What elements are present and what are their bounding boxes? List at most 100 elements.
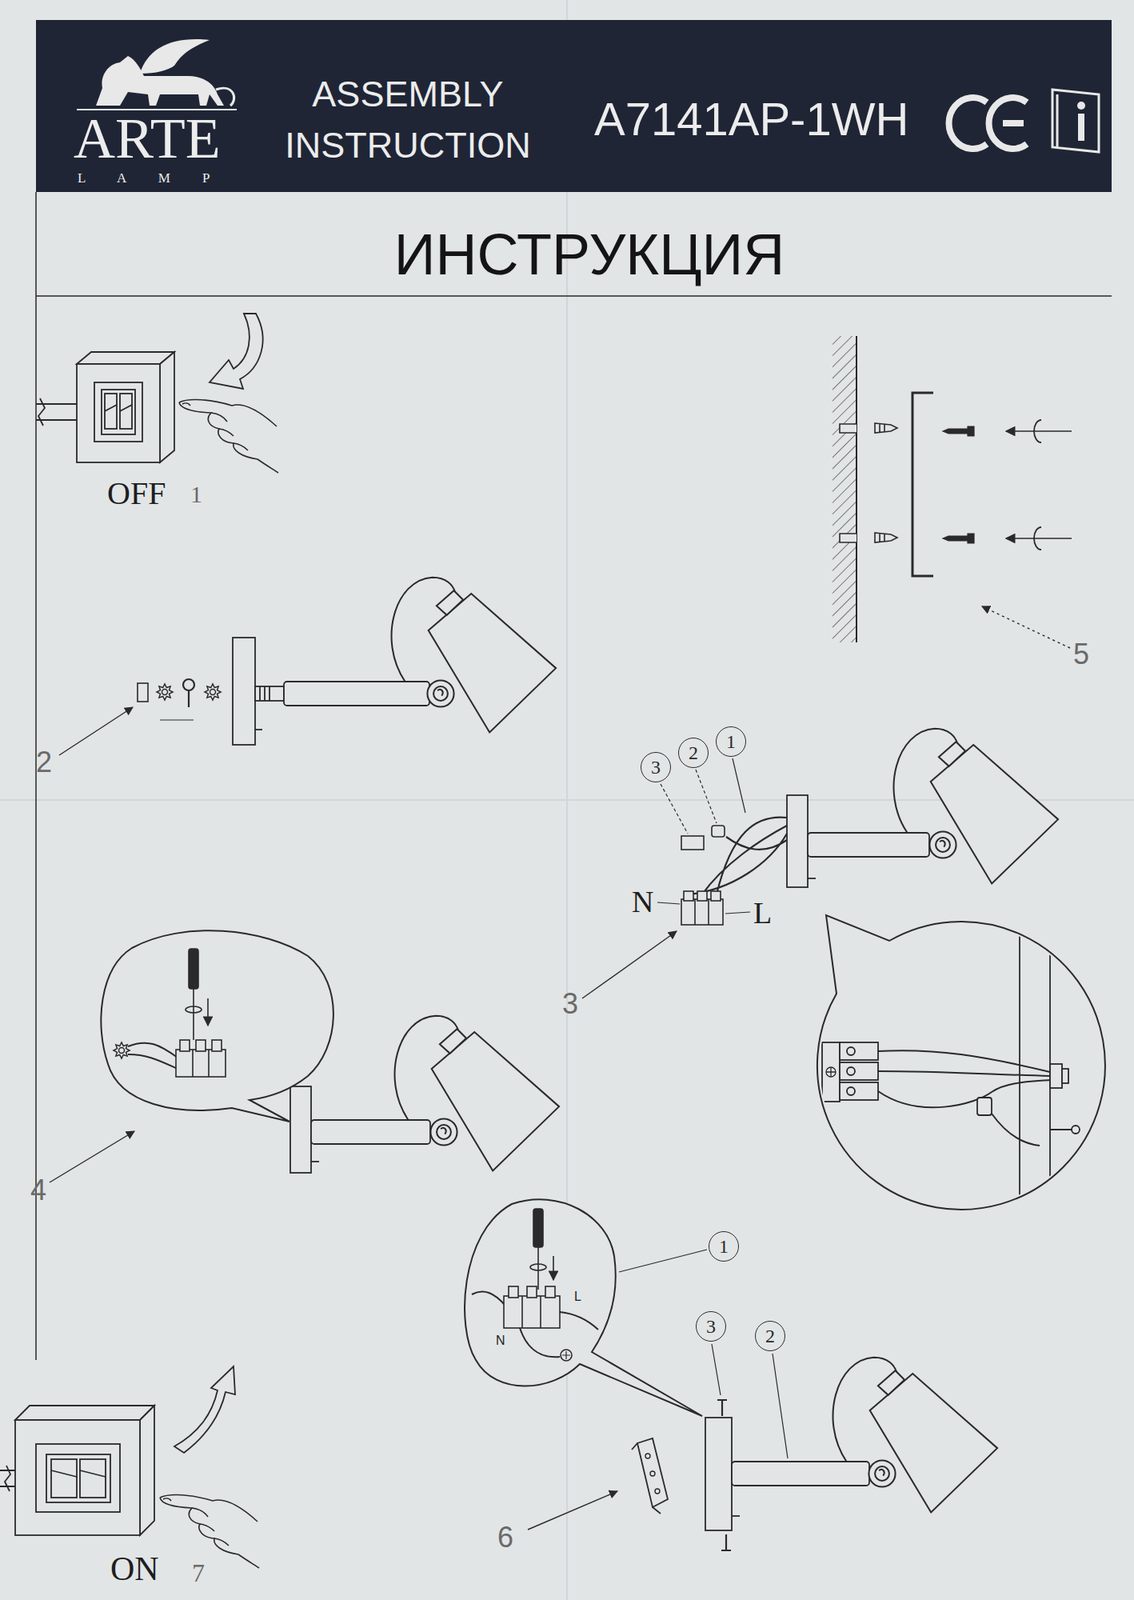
- callout-circle: 1: [715, 726, 747, 757]
- page-title: ИНСТРУКЦИЯ: [269, 225, 910, 284]
- header-band: ARTEL A M PASSEMBLY INSTRUCTIONA7141AP-1…: [35, 19, 1112, 192]
- lamp-head: [395, 1015, 560, 1171]
- ground-eyelet-tail: [187, 690, 190, 707]
- lamp-body: [705, 1417, 870, 1530]
- wall-plate: [290, 1086, 312, 1173]
- nut-stub: [1062, 1068, 1069, 1083]
- lamp-arm: [731, 1461, 870, 1486]
- step-number: 7: [191, 1559, 205, 1586]
- terminal-post: [683, 890, 694, 901]
- callout-circle: 2: [678, 737, 709, 768]
- callout-number: 3: [650, 757, 661, 777]
- ground-symbol: [826, 1066, 836, 1077]
- plate-peg: [807, 877, 816, 879]
- rocker: [51, 1458, 77, 1498]
- leader-line: [982, 606, 1071, 648]
- leader-line: [59, 706, 133, 755]
- lamp-head: [894, 728, 1059, 884]
- leader-line: [527, 1490, 618, 1530]
- leader-line: [582, 930, 677, 999]
- callout-number: 2: [688, 742, 699, 763]
- hand: [179, 399, 279, 473]
- step-number: 5: [1073, 639, 1090, 669]
- wall-plate: [705, 1417, 732, 1530]
- wall-hole: [839, 423, 857, 543]
- mounting-bracket: [912, 392, 934, 576]
- screwdriver-shaft: [192, 988, 195, 1040]
- down-arrow: [552, 1255, 555, 1280]
- logo-rule: [76, 108, 237, 111]
- lion-wing: [139, 39, 210, 74]
- wire: [689, 817, 787, 895]
- zoom-bubble: [817, 914, 1106, 1210]
- callout-number: 3: [706, 1316, 716, 1336]
- callout-circle: 3: [640, 751, 671, 783]
- switch-plate: [101, 389, 136, 435]
- lamp-head: [833, 1357, 999, 1513]
- ground-symbol-cross: [826, 1066, 836, 1077]
- rocker-edge: [104, 404, 132, 412]
- step-number: 3: [562, 989, 579, 1019]
- callout-number: 1: [726, 731, 736, 751]
- lion-logo: [95, 39, 235, 106]
- info-dot: [1077, 101, 1086, 110]
- rocker: [104, 393, 117, 429]
- terminal-divider: [694, 898, 709, 925]
- down-arrow: [207, 998, 209, 1026]
- ground-symbol-cross: [562, 1350, 571, 1359]
- wall-plate: [232, 637, 256, 745]
- bracket-hole: [654, 1488, 660, 1494]
- step-number: 1: [190, 482, 203, 507]
- zoom-bubble: [100, 930, 334, 1122]
- conduit-break: [4, 1465, 11, 1491]
- plate-peg: [311, 1160, 320, 1162]
- terminal-body: [681, 898, 723, 925]
- callout-circle: 3: [695, 1310, 727, 1342]
- wire-label: N: [495, 1333, 506, 1347]
- wall-switch: [0, 1405, 155, 1535]
- terminal-screw: [846, 1066, 855, 1075]
- switch-top: [76, 351, 175, 364]
- hand: [159, 1494, 260, 1568]
- screwdriver-handle: [533, 1208, 544, 1247]
- lamp-arm: [283, 681, 430, 706]
- curved-arrow: [174, 1365, 236, 1453]
- plate-peg-head: [1071, 1125, 1080, 1134]
- lion-body: [95, 55, 224, 106]
- step-number: 2: [35, 747, 52, 777]
- ground-eyelet: [183, 678, 195, 691]
- wire: [878, 1050, 1051, 1146]
- wall-switch: [35, 351, 175, 463]
- terminal-body: [175, 1049, 226, 1077]
- plate-peg: [255, 728, 263, 731]
- leader-line: [711, 1343, 721, 1395]
- callout-circle: 1: [708, 1230, 739, 1262]
- terminal-post: [545, 1285, 556, 1298]
- plate-peg: [1050, 1128, 1072, 1131]
- leader-line: [657, 902, 680, 904]
- bubble-content: [127, 948, 226, 1077]
- rocker-edge: [51, 1469, 106, 1477]
- mounting-bracket: [637, 1437, 668, 1507]
- bracket-hole: [645, 1453, 651, 1458]
- switch-side: [159, 351, 175, 463]
- terminal: [839, 1062, 879, 1080]
- terminal-block: [681, 890, 723, 925]
- insert-arrow: [1006, 430, 1072, 432]
- terminal-divider: [192, 1049, 209, 1077]
- screw: [721, 1533, 731, 1550]
- terminal-post: [508, 1285, 519, 1298]
- step-number: 4: [30, 1175, 47, 1205]
- switch-plate: [46, 1453, 111, 1502]
- plate-peg: [731, 1514, 740, 1517]
- rotate-mark: [185, 1006, 202, 1013]
- terminal-post: [710, 890, 721, 901]
- underline: [159, 718, 194, 720]
- leader-line: [49, 1130, 135, 1182]
- wire-connector: [977, 1097, 992, 1115]
- terminal-post: [195, 1039, 206, 1051]
- wire-connector: [711, 825, 725, 837]
- bubble-content: [471, 1208, 599, 1361]
- screw: [717, 1399, 727, 1416]
